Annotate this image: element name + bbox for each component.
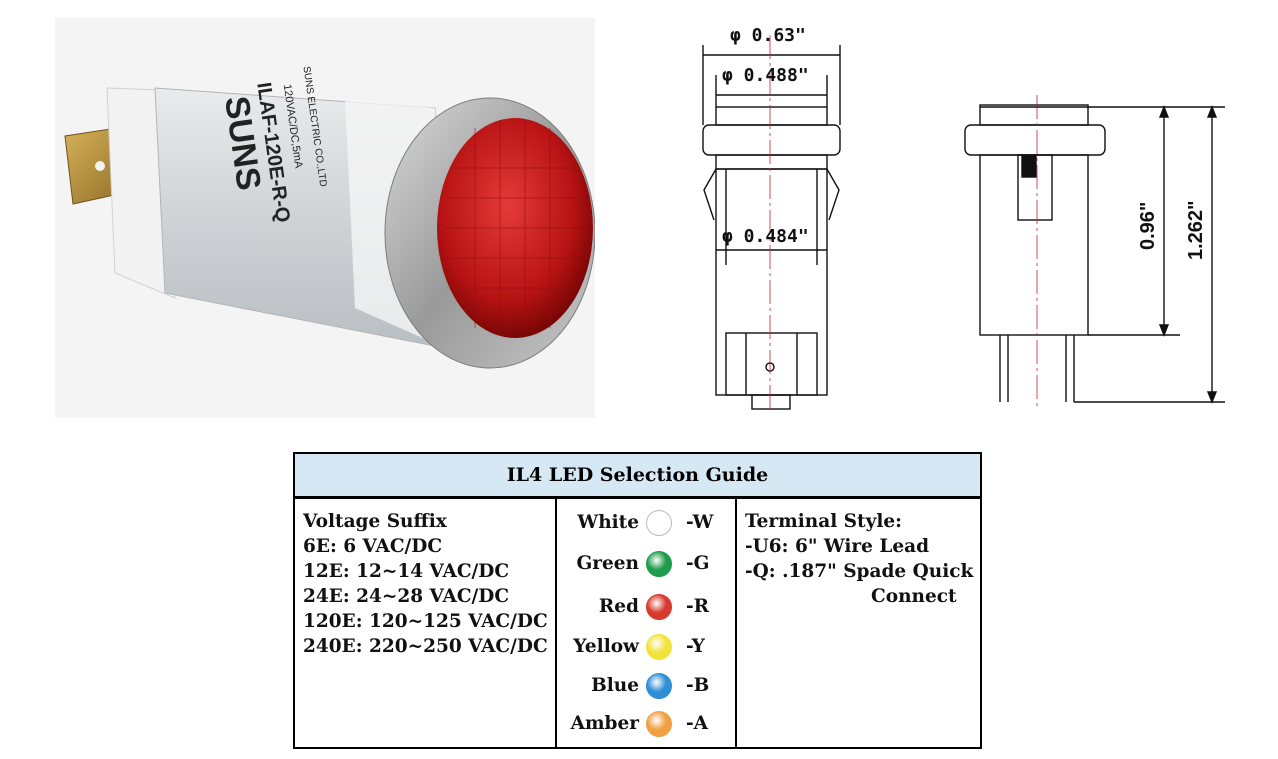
color-row-red: Red -R (557, 592, 737, 622)
dim-outer-diameter: φ 0.63" (730, 25, 806, 46)
color-name: Red (598, 596, 639, 617)
indicator-light-photo: SUNS ILAF-120E-R-Q 120VAC/DC,5mA SUNS EL… (64, 66, 596, 369)
color-suffix: -W (686, 512, 714, 533)
yellow-led-icon (646, 634, 672, 660)
color-suffix: -R (686, 596, 710, 617)
color-suffix: -G (686, 553, 710, 574)
color-suffix: -B (686, 675, 710, 696)
color-name: Amber (570, 713, 639, 734)
dim-body-diameter: φ 0.484" (722, 226, 809, 247)
dim-body-height: 0.96" (1137, 202, 1159, 250)
color-row-blue: Blue -B (557, 671, 737, 701)
color-suffix: -Y (686, 636, 705, 657)
color-row-white: White -W (557, 508, 737, 538)
product-photo: SUNS ILAF-120E-R-Q 120VAC/DC,5mA SUNS EL… (55, 18, 596, 418)
color-column: White -W Green -G Red -R Yellow -Y Blue … (557, 499, 737, 747)
front-view-drawing: φ 0.63" φ 0.488" φ 0.484" (690, 15, 860, 415)
color-name: Yellow (573, 636, 639, 657)
side-view-drawing: 0.96" 1.262" (950, 90, 1240, 410)
color-suffix: -A (686, 713, 709, 734)
terminal-item: -U6: 6" Wire Lead (745, 536, 930, 557)
terminal-column: Terminal Style: -U6: 6" Wire Lead -Q: .1… (737, 499, 980, 747)
color-row-amber: Amber -A (557, 709, 737, 739)
terminal-item: Connect (871, 586, 957, 607)
color-row-green: Green -G (557, 549, 737, 579)
color-row-yellow: Yellow -Y (557, 632, 737, 662)
red-led-icon (646, 594, 672, 620)
dim-mid-diameter: φ 0.488" (722, 65, 809, 86)
color-name: Green (576, 553, 639, 574)
color-name: Blue (591, 675, 639, 696)
terminal-item: -Q: .187" Spade Quick (745, 561, 974, 582)
amber-led-icon (646, 711, 672, 737)
voltage-heading: Voltage Suffix (303, 511, 447, 532)
dim-total-height: 1.262" (1185, 200, 1207, 260)
terminal-heading: Terminal Style: (745, 511, 902, 532)
color-name: White (577, 512, 639, 533)
blue-led-icon (646, 673, 672, 699)
voltage-item: 6E: 6 VAC/DC (303, 536, 443, 557)
voltage-item: 120E: 120~125 VAC/DC (303, 611, 548, 632)
white-led-icon (646, 510, 672, 536)
voltage-item: 12E: 12~14 VAC/DC (303, 561, 510, 582)
voltage-column: Voltage Suffix 6E: 6 VAC/DC 12E: 12~14 V… (295, 499, 557, 747)
led-selection-guide-table: IL4 LED Selection Guide Voltage Suffix 6… (293, 452, 982, 749)
guide-title: IL4 LED Selection Guide (295, 454, 980, 499)
voltage-item: 24E: 24~28 VAC/DC (303, 586, 510, 607)
voltage-item: 240E: 220~250 VAC/DC (303, 636, 548, 657)
green-led-icon (646, 551, 672, 577)
